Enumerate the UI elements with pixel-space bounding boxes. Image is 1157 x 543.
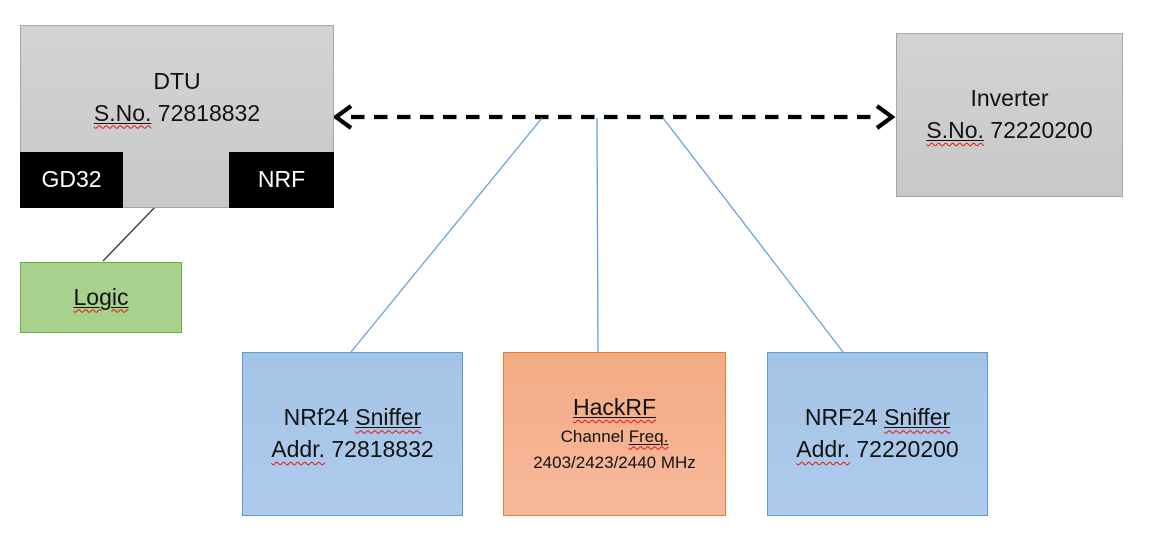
logic-analyzer-box: Logic — [20, 262, 182, 333]
logic-label: Logic — [73, 283, 129, 310]
inverter-title: Inverter — [970, 85, 1049, 112]
dtu-serial-number: 72818832 — [157, 99, 261, 126]
nrf-label: NRF — [257, 166, 306, 193]
inverter-box: Inverter S.No. 72220200 — [896, 33, 1123, 197]
rf-link-right-arrowhead-icon — [875, 104, 896, 130]
rf-link-left-arrowhead-icon — [332, 104, 353, 130]
hackrf-title: HackRF — [572, 393, 657, 420]
tap-line-sniffer-left — [350, 117, 543, 353]
gd32-chip-box: GD32 — [20, 152, 123, 208]
tap-line-hackrf — [596, 117, 599, 353]
dtu-serial: S.No. 72818832 — [94, 98, 260, 130]
hackrf-channel-freq: Channel Freq. — [560, 426, 669, 446]
gd32-label: GD32 — [41, 166, 102, 193]
dtu-serial-label: S.No. — [93, 99, 152, 126]
inverter-serial: S.No. 72220200 — [926, 115, 1092, 147]
sniffer-right-address: Addr. 72220200 — [796, 436, 959, 462]
inverter-serial-number: 72220200 — [990, 117, 1093, 143]
sniffer-right-title: NRF24 Sniffer — [804, 404, 951, 431]
dtu-title: DTU — [153, 67, 201, 94]
hackrf-frequencies: 2403/2423/2440 MHz — [533, 452, 696, 472]
sniffer-left-title: NRf24 Sniffer — [283, 404, 422, 431]
sniffer-right-box: NRF24 Sniffer Addr. 72220200 — [767, 352, 988, 516]
sniffer-left-box: NRf24 Sniffer Addr. 72818832 — [242, 352, 463, 516]
tap-line-sniffer-right — [662, 117, 844, 353]
inverter-serial-label: S.No. — [926, 117, 984, 143]
nrf-chip-box: NRF — [229, 152, 334, 208]
hackrf-box: HackRF Channel Freq. 2403/2423/2440 MHz — [503, 352, 726, 516]
sniffer-left-address: Addr. 72818832 — [271, 436, 434, 462]
